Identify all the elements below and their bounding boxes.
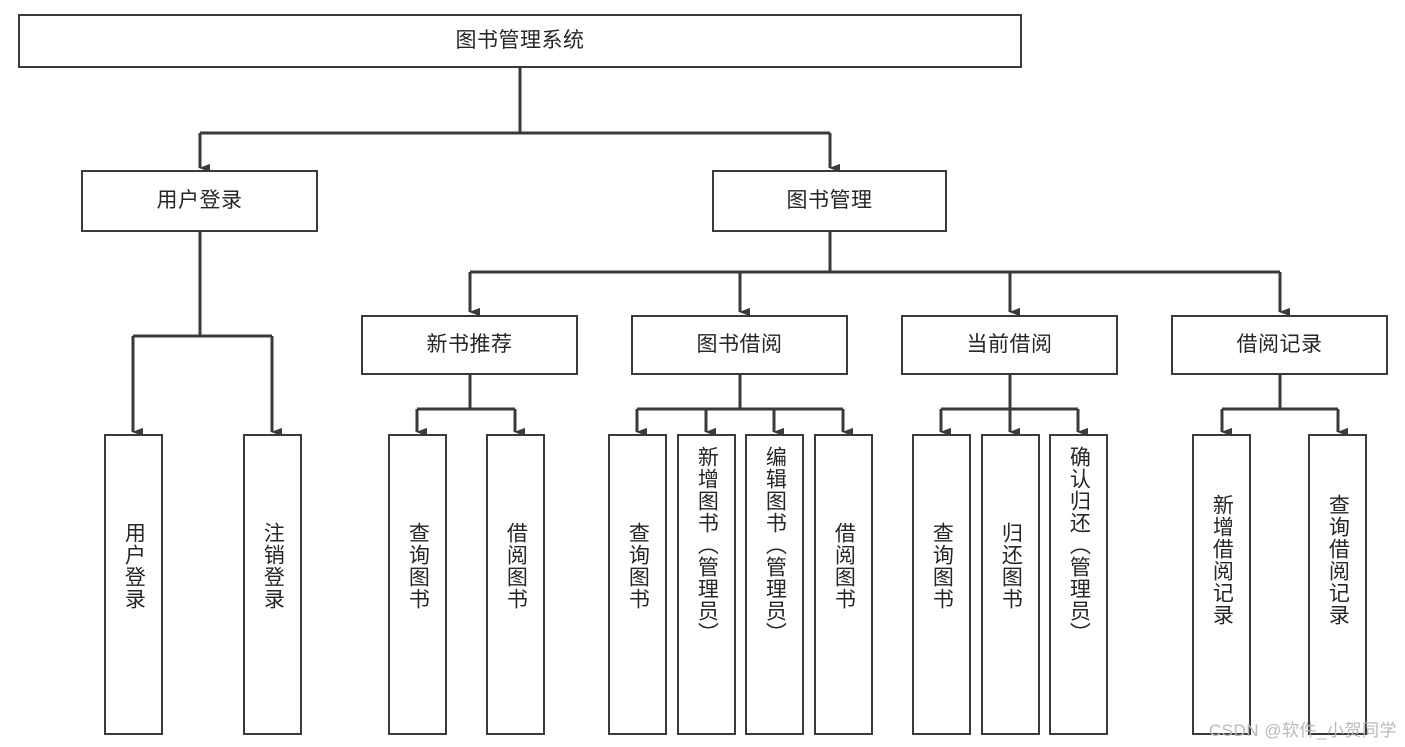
leaf-label: 用户登录 — [122, 522, 146, 610]
node-book-management[interactable]: 图书管理 — [712, 170, 947, 232]
csdn-watermark: CSDN @软件_小贺同学 — [1208, 721, 1397, 740]
node-current-borrow-label: 当前借阅 — [966, 333, 1053, 357]
node-new-book-recommend[interactable]: 新书推荐 — [361, 315, 578, 375]
leaf-user-login-logout[interactable]: 注销登录 — [243, 434, 302, 735]
leaf-label: 查询图书 — [930, 522, 954, 610]
leaf-book-borrow-borrow-book[interactable]: 借阅图书 — [814, 434, 873, 735]
node-root-label: 图书管理系统 — [455, 29, 585, 53]
leaf-label: 注销登录 — [261, 522, 285, 610]
leaf-current-borrow-return-book[interactable]: 归还图书 — [981, 434, 1040, 735]
node-root-book-management-system[interactable]: 图书管理系统 — [18, 14, 1022, 68]
node-borrow-record[interactable]: 借阅记录 — [1171, 315, 1388, 375]
leaf-label: 确认归还（管理员） — [1067, 446, 1091, 644]
leaf-label: 新增借阅记录 — [1210, 494, 1234, 626]
node-current-borrow[interactable]: 当前借阅 — [901, 315, 1118, 375]
leaf-current-borrow-query-book[interactable]: 查询图书 — [912, 434, 971, 735]
node-book-management-label: 图书管理 — [786, 189, 873, 213]
leaf-label: 查询图书 — [406, 522, 430, 610]
leaf-book-borrow-query-book[interactable]: 查询图书 — [608, 434, 667, 735]
leaf-new-book-query-book[interactable]: 查询图书 — [388, 434, 447, 735]
leaf-label: 新增图书（管理员） — [695, 446, 719, 644]
leaf-book-borrow-edit-book-admin[interactable]: 编辑图书（管理员） — [745, 434, 804, 735]
leaf-label: 查询借阅记录 — [1326, 494, 1350, 626]
node-borrow-record-label: 借阅记录 — [1236, 333, 1323, 357]
node-user-login[interactable]: 用户登录 — [81, 170, 318, 232]
leaf-label: 查询图书 — [626, 522, 650, 610]
node-book-borrow[interactable]: 图书借阅 — [631, 315, 848, 375]
leaf-user-login-login[interactable]: 用户登录 — [104, 434, 163, 735]
leaf-current-borrow-confirm-return-admin[interactable]: 确认归还（管理员） — [1049, 434, 1108, 735]
node-book-borrow-label: 图书借阅 — [696, 333, 783, 357]
leaf-book-borrow-add-book-admin[interactable]: 新增图书（管理员） — [677, 434, 736, 735]
node-user-login-label: 用户登录 — [156, 189, 243, 213]
leaf-borrow-record-add-record[interactable]: 新增借阅记录 — [1192, 434, 1251, 735]
leaf-new-book-borrow-book[interactable]: 借阅图书 — [486, 434, 545, 735]
leaf-label: 借阅图书 — [504, 522, 528, 610]
leaf-borrow-record-query-record[interactable]: 查询借阅记录 — [1308, 434, 1367, 735]
leaf-label: 借阅图书 — [832, 522, 856, 610]
leaf-label: 归还图书 — [999, 522, 1023, 610]
node-new-book-recommend-label: 新书推荐 — [426, 333, 513, 357]
leaf-label: 编辑图书（管理员） — [763, 446, 787, 644]
